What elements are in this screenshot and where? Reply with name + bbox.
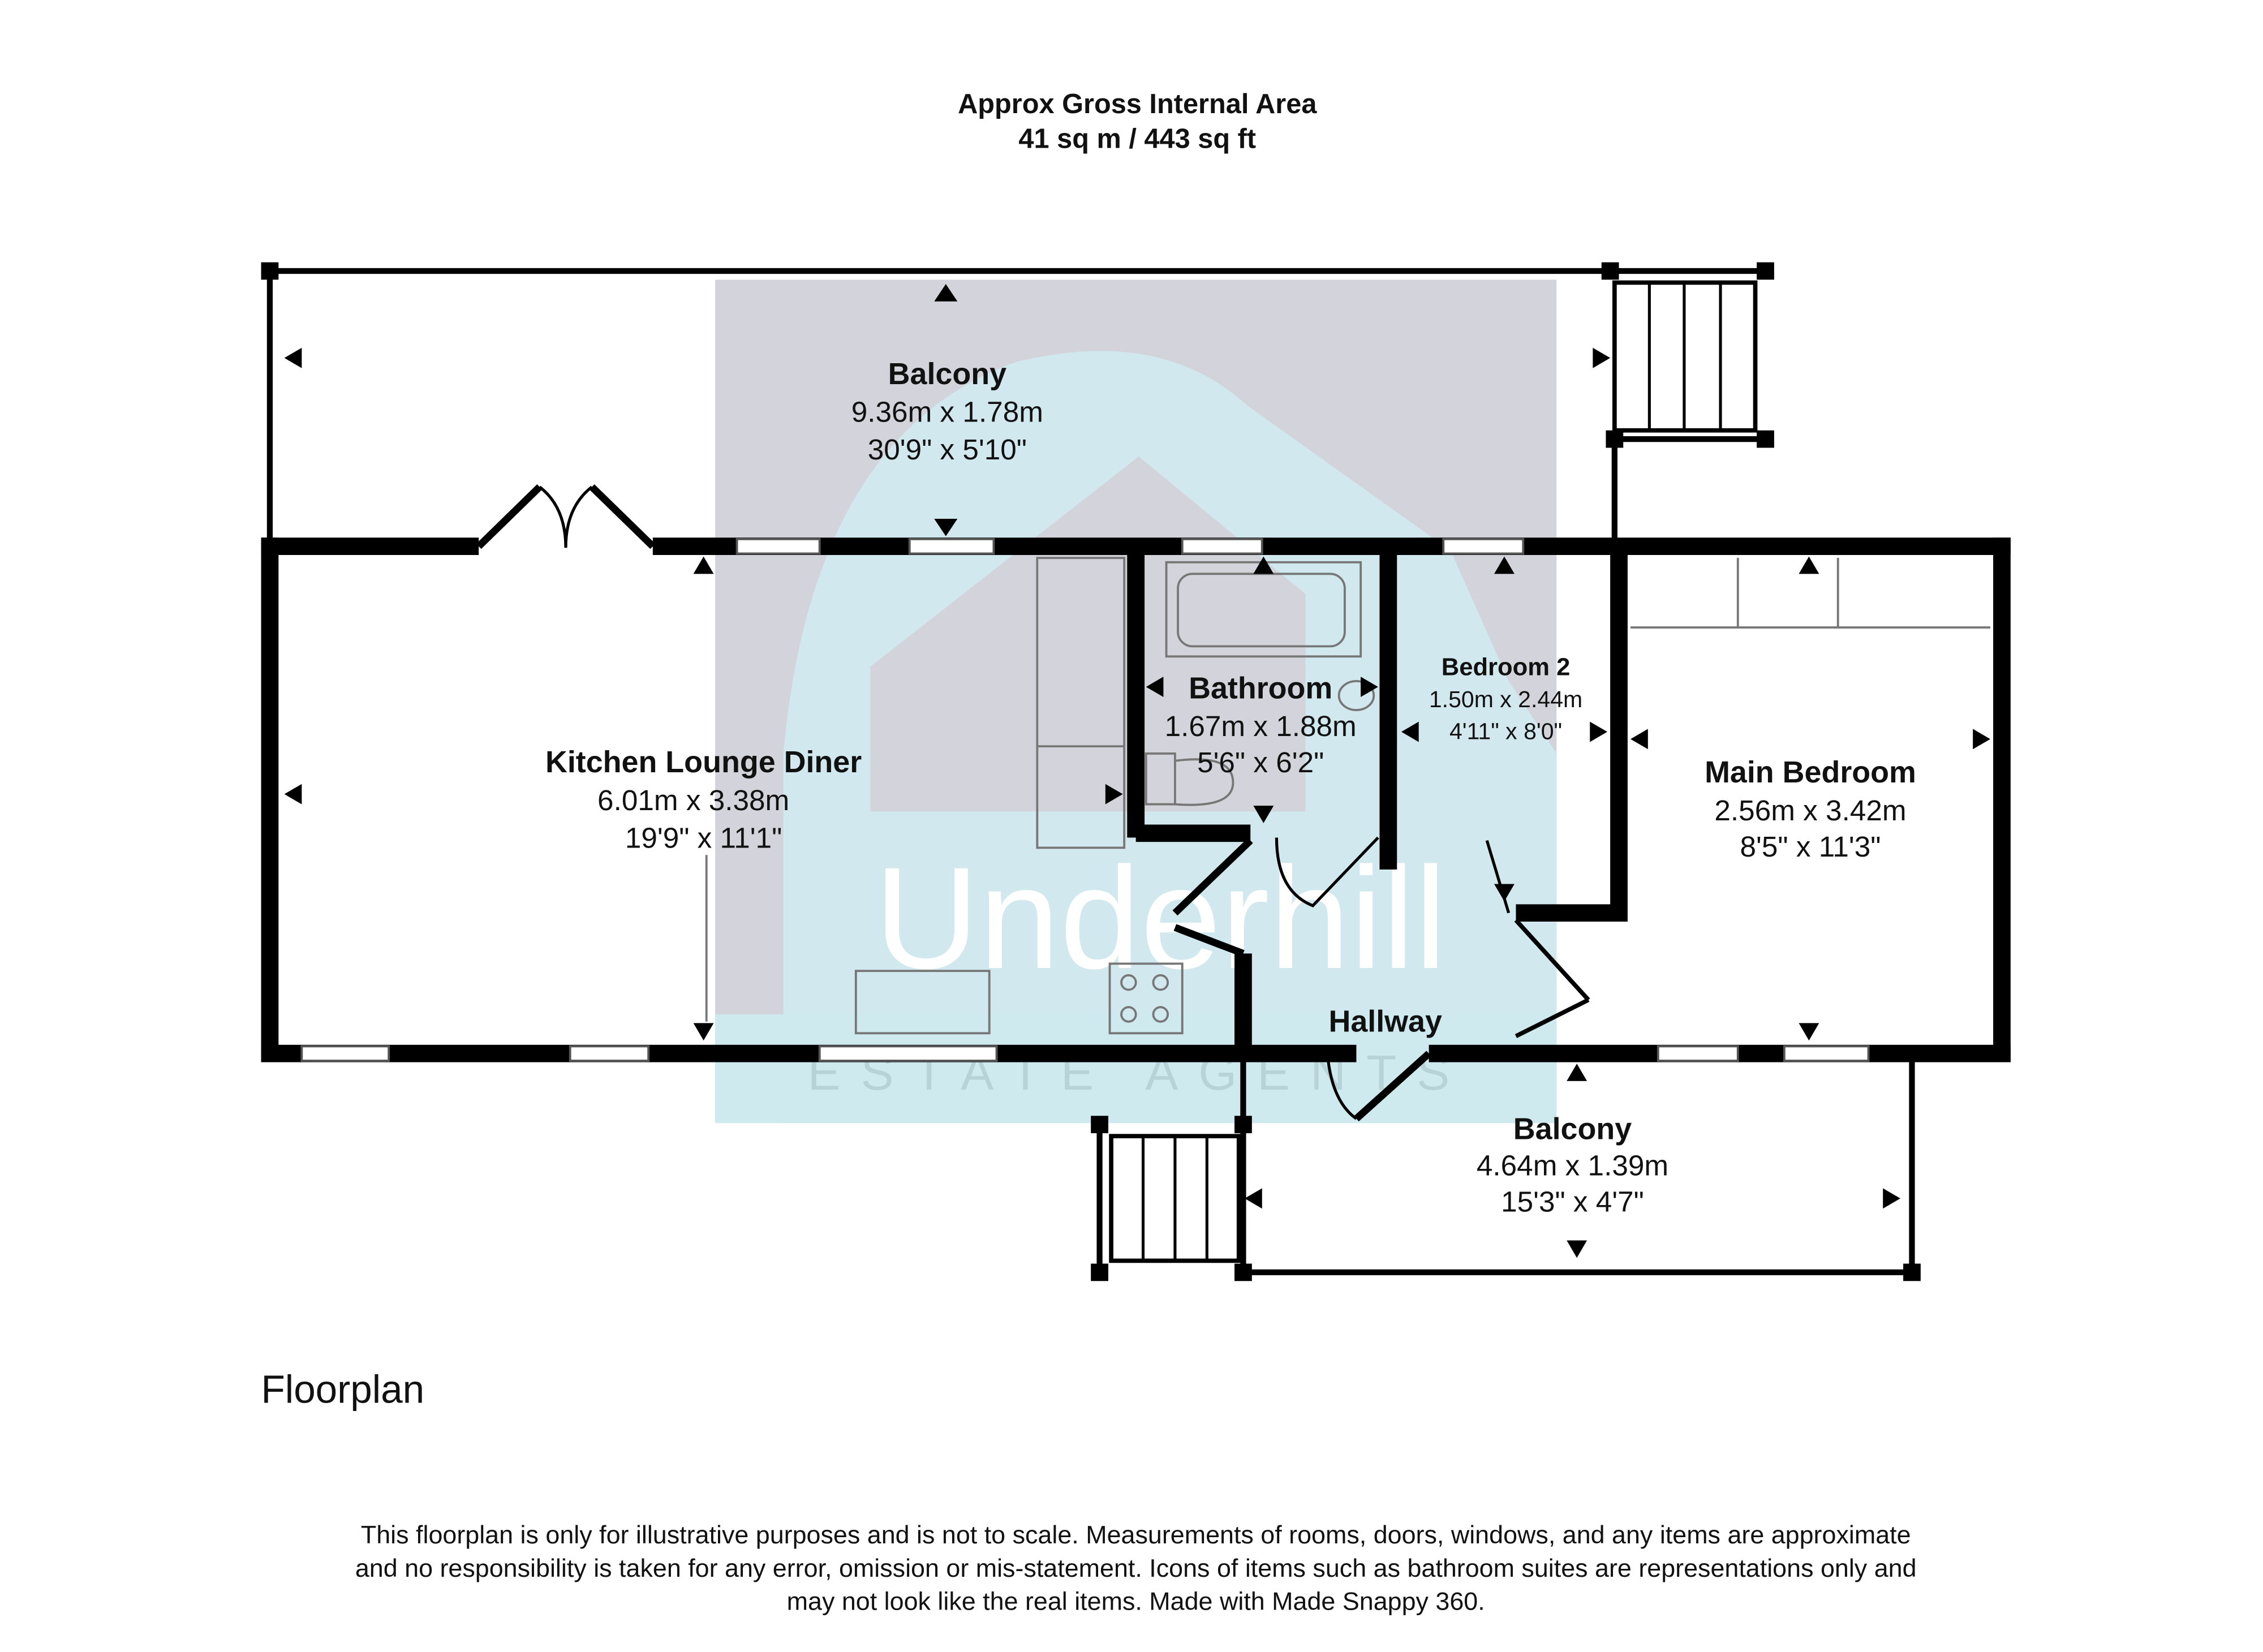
disclaimer: This floorplan is only for illustrative …: [355, 1520, 1917, 1616]
dimension-arrows: [284, 284, 1990, 1258]
top-balcony-rail: [266, 268, 1766, 544]
doors: [476, 484, 1590, 1122]
svg-text:9.36m x 1.78m: 9.36m x 1.78m: [851, 395, 1043, 428]
svg-text:This floorplan is only for ill: This floorplan is only for illustrative …: [361, 1520, 1911, 1549]
room-label-balcony-bottom: Balcony 4.64m x 1.39m 15'3" x 4'7": [1477, 1112, 1668, 1218]
svg-text:Balcony: Balcony: [1513, 1112, 1632, 1146]
svg-text:15'3" x 4'7": 15'3" x 4'7": [1501, 1185, 1644, 1218]
svg-text:30'9" x 5'10": 30'9" x 5'10": [868, 433, 1027, 466]
floor-label: Floorplan: [261, 1367, 425, 1411]
svg-text:Main Bedroom: Main Bedroom: [1705, 755, 1916, 789]
svg-text:6.01m x 3.38m: 6.01m x 3.38m: [597, 784, 789, 816]
windows: [300, 537, 1870, 1062]
svg-text:4'11" x 8'0": 4'11" x 8'0": [1449, 718, 1562, 744]
svg-text:Kitchen Lounge Diner: Kitchen Lounge Diner: [545, 745, 862, 779]
svg-text:and no responsibility is taken: and no responsibility is taken for any e…: [355, 1554, 1917, 1582]
svg-text:may not look like the real ite: may not look like the real items. Made w…: [787, 1587, 1485, 1616]
room-label-balcony-top: Balcony 9.36m x 1.78m 30'9" x 5'10": [851, 357, 1043, 466]
room-label-main-bedroom: Main Bedroom 2.56m x 3.42m 8'5" x 11'3": [1705, 755, 1916, 863]
svg-text:1.67m x 1.88m: 1.67m x 1.88m: [1165, 710, 1357, 742]
area-value: 41 sq m / 443 sq ft: [1018, 123, 1256, 154]
svg-text:8'5" x 11'3": 8'5" x 11'3": [1740, 831, 1881, 863]
svg-text:Bathroom: Bathroom: [1189, 672, 1332, 705]
svg-text:2.56m x 3.42m: 2.56m x 3.42m: [1714, 794, 1906, 827]
bottom-balcony-rail: [1096, 1053, 1915, 1276]
room-label-bathroom: Bathroom 1.67m x 1.88m 5'6" x 6'2": [1165, 672, 1357, 779]
svg-text:Balcony: Balcony: [888, 357, 1006, 391]
area-title: Approx Gross Internal Area: [958, 89, 1317, 119]
room-label-bedroom-2: Bedroom 2 1.50m x 2.44m 4'11" x 8'0": [1429, 654, 1582, 745]
svg-text:19'9" x 11'1": 19'9" x 11'1": [625, 821, 782, 854]
svg-text:1.50m x 2.44m: 1.50m x 2.44m: [1429, 686, 1582, 712]
room-label-kitchen-lounge-diner: Kitchen Lounge Diner 6.01m x 3.38m 19'9"…: [545, 745, 862, 854]
svg-text:Bedroom 2: Bedroom 2: [1442, 654, 1571, 681]
svg-text:5'6" x 6'2": 5'6" x 6'2": [1197, 746, 1324, 778]
room-label-hallway: Hallway: [1328, 1005, 1442, 1039]
svg-text:4.64m x 1.39m: 4.64m x 1.39m: [1477, 1149, 1668, 1181]
